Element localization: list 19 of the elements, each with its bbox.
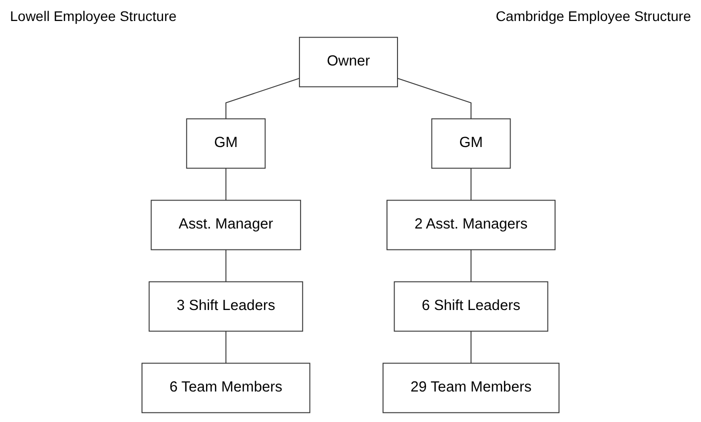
connector xyxy=(470,168,472,201)
connector xyxy=(225,249,226,282)
node-box: 6 Team Members xyxy=(142,362,310,414)
node-box: 29 Team Members xyxy=(382,362,560,414)
section-heading: Lowell Employee Structure xyxy=(10,8,177,24)
node-box: GM xyxy=(431,118,511,169)
node-box: Asst. Manager xyxy=(150,200,302,250)
node-box: GM xyxy=(186,118,266,169)
connector xyxy=(225,168,226,201)
node-box: 2 Asst. Managers xyxy=(386,200,556,250)
connector xyxy=(397,78,472,120)
connector xyxy=(470,249,472,282)
connector xyxy=(470,330,472,364)
connector xyxy=(225,330,226,364)
node-box: 3 Shift Leaders xyxy=(148,281,304,332)
section-heading: Cambridge Employee Structure xyxy=(496,8,691,24)
node-box: Owner xyxy=(298,36,398,88)
connector xyxy=(225,78,300,120)
node-box: 6 Shift Leaders xyxy=(394,281,548,332)
